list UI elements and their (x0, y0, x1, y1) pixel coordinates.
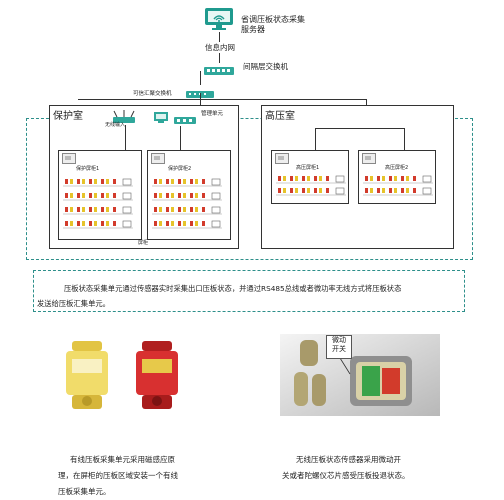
description-line-2: 发送给压板汇集单元。 (37, 299, 110, 308)
hv-room-title: 高压室 (265, 107, 295, 122)
wireless-sensor-caption: 无线压板状态传感器采用微动开 关或者陀螺仪芯片感受压板投退状态。 (282, 452, 410, 484)
server-label: 省调压板状态采集 服务器 (241, 15, 305, 35)
description-box: 压板状态采集单元通过传感器实时采集出口压板状态，并通过RS485总线或者微功率无… (33, 270, 465, 312)
protection-cabinet-1-label: 保护屏柜1 (76, 165, 99, 172)
pressure-plate-rows (276, 174, 346, 198)
wireless-sensor-photo (280, 334, 440, 416)
aggregate-switch-icon (186, 84, 214, 93)
link-switch-aggregate (200, 71, 201, 85)
mgmt-unit-icon (152, 110, 198, 126)
isolation-switch-label: 间隔层交换机 (243, 62, 288, 71)
mgmt-unit-label: 管理单元 (201, 110, 223, 119)
pressure-plate-rows (363, 174, 433, 198)
link-hv-bus (315, 128, 405, 129)
cabinet-bottom-label: 屏柜 (138, 239, 148, 248)
protection-cabinet-2-label: 保护屏柜2 (168, 165, 191, 172)
cabinet-device-icon (151, 153, 165, 164)
hv-cabinet-2-label: 高压屏柜2 (385, 164, 408, 171)
wired-input-label: 无线输入 (105, 121, 125, 130)
link-mgmt-cab2 (180, 126, 181, 150)
pressure-plate-rows (63, 177, 133, 233)
isolation-switch-icon (204, 61, 234, 71)
cabinet-device-icon (362, 153, 376, 164)
wired-collector-photo (58, 335, 188, 415)
cabinet-device-icon (275, 153, 289, 164)
description-line-1: 压板状态采集单元通过传感器实时采集出口压板状态，并通过RS485总线或者微功率无… (64, 284, 401, 293)
bus-line-top (78, 99, 367, 100)
protection-room-title: 保护室 (53, 107, 83, 122)
server-monitor-icon (204, 7, 234, 31)
link-server-intranet (219, 32, 220, 42)
link-hv-cab1 (315, 128, 316, 150)
intranet-label: 信息内网 (205, 43, 235, 52)
link-mgmt-cab1 (125, 125, 126, 150)
micro-switch-callout: 微动 开关 (326, 335, 352, 359)
link-hv-cab2 (404, 128, 405, 150)
hv-cabinet-1-label: 高压屏柜1 (296, 164, 319, 171)
aggregate-switch-label: 可信汇聚交换机 (133, 90, 172, 99)
cabinet-device-icon (62, 153, 76, 164)
pressure-plate-rows (152, 177, 222, 233)
